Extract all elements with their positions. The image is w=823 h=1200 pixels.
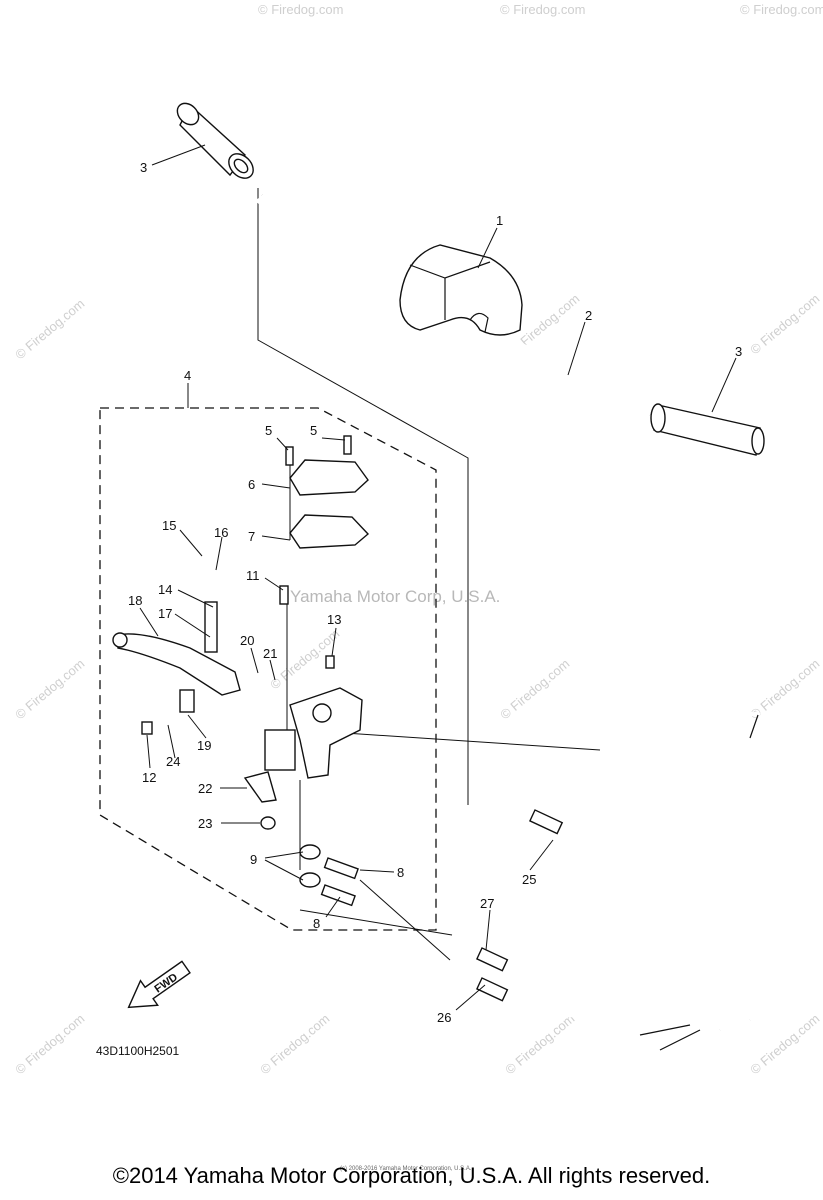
reference-lines <box>257 188 601 961</box>
callout-3-left: 3 <box>140 160 147 175</box>
watermark: © Firedog.com <box>12 656 87 722</box>
callout-7: 7 <box>248 529 255 544</box>
callout-9: 9 <box>250 852 257 867</box>
copyright-footer: ©2014 Yamaha Motor Corporation, U.S.A. A… <box>112 1163 711 1188</box>
watermark: © Firedog.com <box>257 1011 332 1077</box>
callout-20: 20 <box>240 633 254 648</box>
center-watermark: Yamaha Motor Corp, U.S.A. <box>290 587 500 606</box>
left-grip <box>176 102 254 179</box>
cable-25 <box>528 697 761 842</box>
hardware <box>141 585 359 907</box>
watermark-layer: © Firedog.com © Firedog.com © Firedog.co… <box>12 2 823 1077</box>
watermark: © Firedog.com <box>747 291 822 357</box>
callout-23: 23 <box>198 816 212 831</box>
fwd-arrow: FWD <box>127 960 191 1009</box>
callout-6: 6 <box>248 477 255 492</box>
callout-12: 12 <box>142 770 156 785</box>
leader-lines <box>139 144 737 1011</box>
callout-15: 15 <box>162 518 176 533</box>
watermark: © Firedog.com <box>258 2 343 17</box>
watermark: © Firedog.com <box>747 656 822 722</box>
cables-26-27 <box>475 896 778 1051</box>
watermark: © Firedog.com <box>747 1011 822 1077</box>
callout-22: 22 <box>198 781 212 796</box>
handlebar-cover <box>399 244 523 336</box>
watermark: © Firedog.com <box>12 296 87 362</box>
fine-print: (c) 2008-2016 Yamaha Motor Corporation, … <box>340 1166 472 1172</box>
bracket-parts <box>285 435 370 549</box>
callout-11: 11 <box>246 568 260 583</box>
diagram-code: 43D1100H2501 <box>96 1044 180 1058</box>
assembly-box <box>99 407 437 931</box>
callout-13: 13 <box>327 612 341 627</box>
callout-5-right: 5 <box>310 423 317 438</box>
callout-17: 17 <box>158 606 172 621</box>
callout-19: 19 <box>197 738 211 753</box>
callout-labels: 3 1 2 3 4 5 5 6 7 15 16 14 17 18 11 13 2… <box>128 160 742 1025</box>
right-grip <box>650 403 765 456</box>
callout-2: 2 <box>585 308 592 323</box>
callout-21: 21 <box>263 646 277 661</box>
callout-1: 1 <box>496 213 503 228</box>
callout-3-right: 3 <box>735 344 742 359</box>
watermark: © Firedog.com <box>497 656 572 722</box>
watermark: © Firedog.com <box>740 2 823 17</box>
brake-lever <box>112 601 241 713</box>
watermark: © Firedog.com <box>502 1011 577 1077</box>
callout-4: 4 <box>184 368 191 383</box>
master-cylinder <box>264 687 363 779</box>
callout-18: 18 <box>128 593 142 608</box>
callout-27: 27 <box>480 896 494 911</box>
callout-8-right: 8 <box>397 865 404 880</box>
watermark: © Firedog.com <box>12 1011 87 1077</box>
callout-25: 25 <box>522 872 536 887</box>
callout-5-left: 5 <box>265 423 272 438</box>
callout-16: 16 <box>214 525 228 540</box>
watermark: © Firedog.com <box>500 2 585 17</box>
callout-14: 14 <box>158 582 172 597</box>
callout-26: 26 <box>437 1010 451 1025</box>
callout-8-bottom: 8 <box>313 916 320 931</box>
callout-24: 24 <box>166 754 180 769</box>
